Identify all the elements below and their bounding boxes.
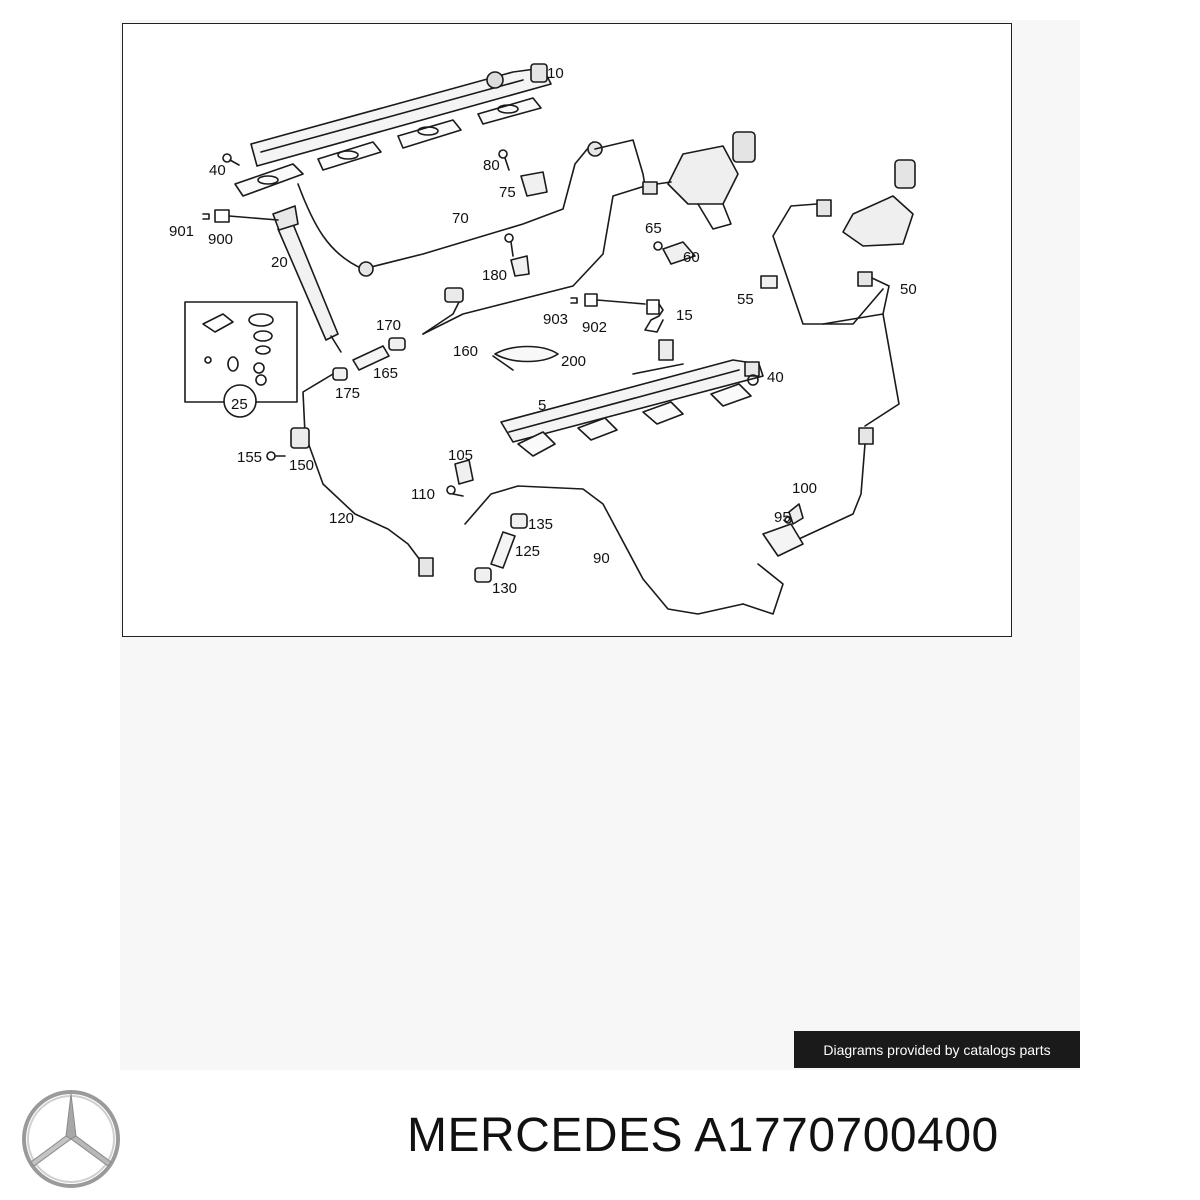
callout-60: 60	[683, 249, 700, 266]
callout-105: 105	[448, 447, 474, 464]
mercedes-star-icon	[22, 1090, 120, 1188]
diagram-drawing	[184, 63, 916, 615]
callout-200: 200	[561, 353, 587, 370]
diagram-credit-banner: Diagrams provided by catalogs parts	[794, 1031, 1080, 1068]
callout-40-lower: 40	[767, 369, 784, 386]
callout-150: 150	[289, 457, 315, 474]
callout-903: 903	[543, 311, 569, 328]
callout-95: 95	[774, 509, 791, 526]
callout-70: 70	[452, 210, 469, 227]
callout-900: 900	[208, 231, 234, 248]
callout-165: 165	[373, 365, 399, 382]
callout-15: 15	[676, 307, 693, 324]
part-caption: MERCEDES A1770700400	[407, 1108, 999, 1163]
callout-20: 20	[271, 254, 288, 271]
part-number: A1770700400	[694, 1109, 999, 1162]
callout-125: 125	[515, 543, 541, 560]
callout-55: 55	[737, 291, 754, 308]
callout-120: 120	[329, 510, 355, 527]
callout-50: 50	[900, 281, 917, 298]
callout-110: 110	[411, 486, 435, 503]
parts-diagram: 10 40 80 75 901 900 70 20 65 60 180 55 5…	[122, 23, 1012, 637]
callout-901: 901	[169, 223, 195, 240]
callout-100: 100	[792, 480, 818, 497]
callout-5: 5	[538, 397, 547, 414]
callout-25: 25	[231, 396, 248, 413]
callout-175: 175	[335, 385, 361, 402]
callout-40: 40	[209, 162, 226, 179]
callout-155: 155	[237, 449, 263, 466]
callout-90: 90	[593, 550, 610, 567]
callout-65: 65	[645, 220, 662, 237]
callout-160: 160	[453, 343, 479, 360]
callout-75: 75	[499, 184, 516, 201]
callout-170: 170	[376, 317, 402, 334]
callout-180: 180	[482, 267, 508, 284]
callout-10: 10	[547, 65, 564, 82]
callout-902: 902	[582, 319, 608, 336]
callout-130: 130	[492, 580, 518, 597]
callout-80: 80	[483, 157, 500, 174]
brand-name: MERCEDES	[407, 1109, 684, 1162]
callout-135: 135	[528, 516, 554, 533]
